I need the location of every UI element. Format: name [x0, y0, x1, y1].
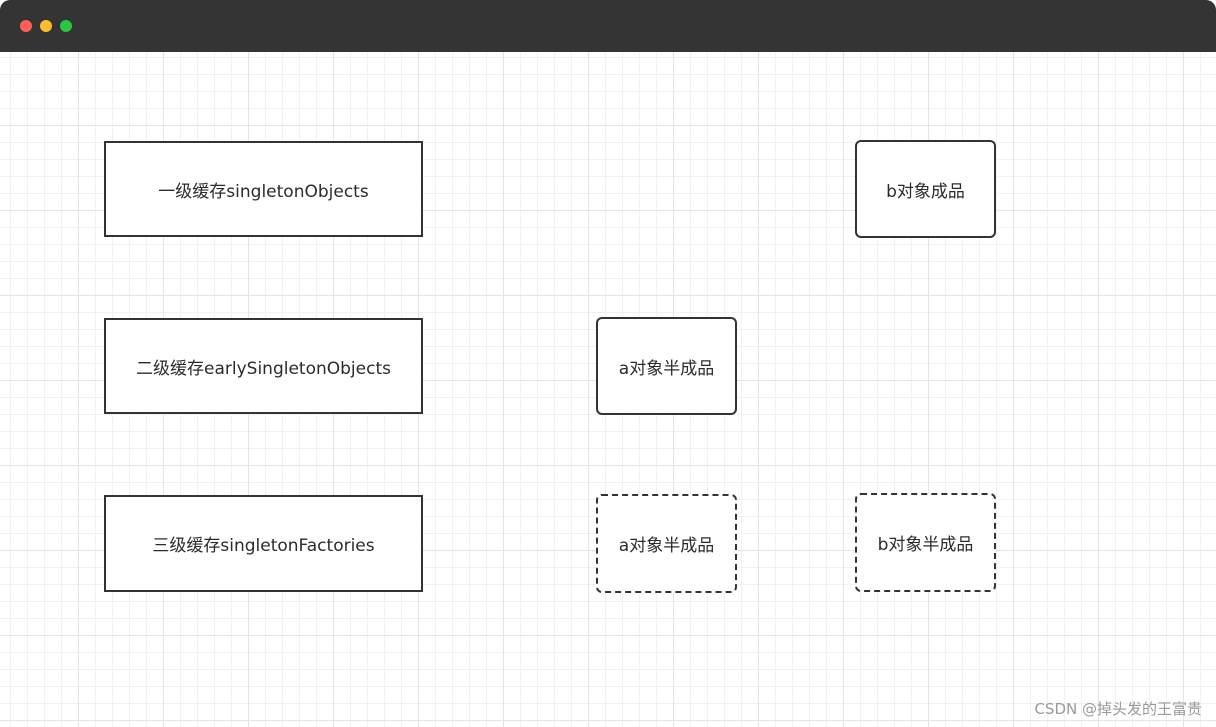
- cache-level-1-box[interactable]: 一级缓存singletonObjects: [104, 141, 423, 237]
- cache-level-3-box[interactable]: 三级缓存singletonFactories: [104, 495, 423, 592]
- b-finished-object-box[interactable]: b对象成品: [855, 140, 996, 238]
- cache-level-1-label: 一级缓存singletonObjects: [158, 181, 369, 202]
- cache-level-2-box[interactable]: 二级缓存earlySingletonObjects: [104, 318, 423, 414]
- cache-level-2-label: 二级缓存earlySingletonObjects: [136, 358, 391, 379]
- b-finished-object-label: b对象成品: [886, 181, 965, 202]
- minimize-window-button[interactable]: [40, 20, 52, 32]
- watermark-text: CSDN @掉头发的王富贵: [1034, 700, 1202, 718]
- b-half-object-level3-box[interactable]: b对象半成品: [855, 493, 996, 592]
- a-half-object-level2-label: a对象半成品: [618, 358, 715, 379]
- a-half-object-level2-box[interactable]: a对象半成品: [596, 317, 737, 415]
- title-bar: [0, 0, 1216, 52]
- a-half-object-level3-label: a对象半成品: [618, 536, 715, 556]
- close-window-button[interactable]: [20, 20, 32, 32]
- diagram-canvas: 一级缓存singletonObjects 二级缓存earlySingletonO…: [0, 52, 1216, 727]
- maximize-window-button[interactable]: [60, 20, 72, 32]
- a-half-object-level3-box[interactable]: a对象半成品: [596, 494, 737, 593]
- b-half-object-level3-label: b对象半成品: [877, 535, 974, 555]
- cache-level-3-label: 三级缓存singletonFactories: [152, 536, 375, 556]
